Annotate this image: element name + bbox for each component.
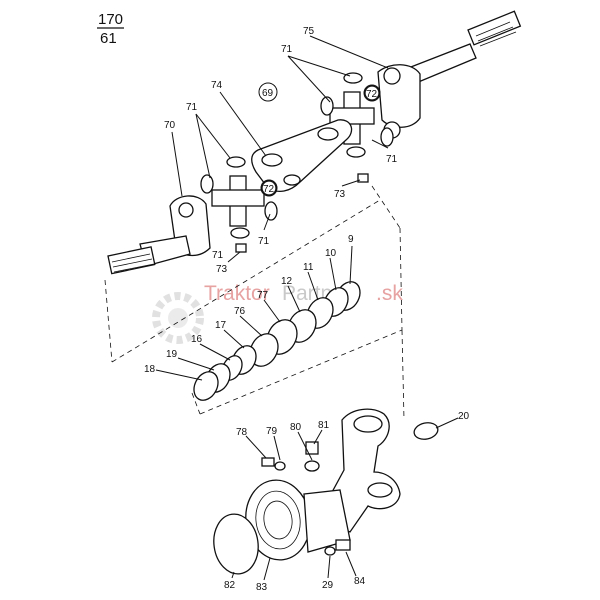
callout-29: 29 (322, 580, 334, 591)
bolts-73 (235, 173, 369, 253)
axle-shaft-left (107, 195, 211, 275)
callout-75: 75 (303, 26, 315, 37)
callout-72b-circle (260, 179, 278, 197)
callout-10: 10 (325, 248, 337, 259)
callout-72: 72 (263, 184, 275, 195)
callout-80: 80 (290, 422, 302, 433)
callout-18: 18 (144, 364, 156, 375)
callout-73: 73 (334, 189, 346, 200)
callout-79: 79 (266, 426, 278, 437)
callout-84: 84 (354, 576, 366, 587)
callout-17: 17 (215, 320, 227, 331)
cross-joint-upper (320, 72, 394, 158)
watermark-text-a: Traktor (204, 282, 270, 305)
callout-83: 83 (256, 582, 268, 593)
callout-20: 20 (458, 411, 470, 422)
seal-bearing-stack (193, 281, 361, 401)
callout-71: 71 (258, 236, 270, 247)
gear-logo-icon (152, 292, 204, 344)
link-plate (251, 119, 353, 193)
callout-71: 71 (186, 102, 198, 113)
small-bolts (261, 441, 351, 556)
o-ring-82 (213, 513, 259, 575)
watermark-text-c: .sk (376, 282, 403, 305)
callout-71: 71 (281, 44, 293, 55)
callout-11: 11 (303, 262, 314, 273)
watermark: Traktor Partner .sk (152, 282, 403, 344)
leader-lines (155, 35, 459, 581)
callout-69-circle (258, 82, 278, 102)
callout-12: 12 (281, 276, 293, 287)
callout-82: 82 (224, 580, 236, 591)
callout-71: 71 (386, 154, 398, 165)
wheel-hub (245, 479, 351, 561)
callout-69: 69 (262, 88, 274, 99)
page-number: 170 61 (97, 11, 124, 47)
callout-77: 77 (257, 290, 269, 301)
callout-19: 19 (166, 349, 178, 360)
callout-16: 16 (191, 334, 203, 345)
page-number-top: 170 (98, 11, 123, 28)
callout-9: 9 (348, 234, 354, 245)
callout-74: 74 (211, 80, 223, 91)
callout-72a-circle (363, 84, 381, 102)
cross-joint-lower (200, 156, 278, 239)
callout-78: 78 (236, 427, 248, 438)
callout-81: 81 (318, 420, 330, 431)
callout-labels: 75 71 69 72 74 71 70 71 72 73 71 73 71 9… (144, 26, 470, 593)
callout-76: 76 (234, 306, 246, 317)
callout-70: 70 (164, 120, 176, 131)
axle-shaft-right (377, 10, 522, 139)
seal-ring-20 (413, 422, 439, 440)
callout-71: 71 (212, 250, 224, 261)
callout-73: 73 (216, 264, 228, 275)
callout-72: 72 (366, 89, 378, 100)
page-number-bottom: 61 (100, 30, 117, 47)
